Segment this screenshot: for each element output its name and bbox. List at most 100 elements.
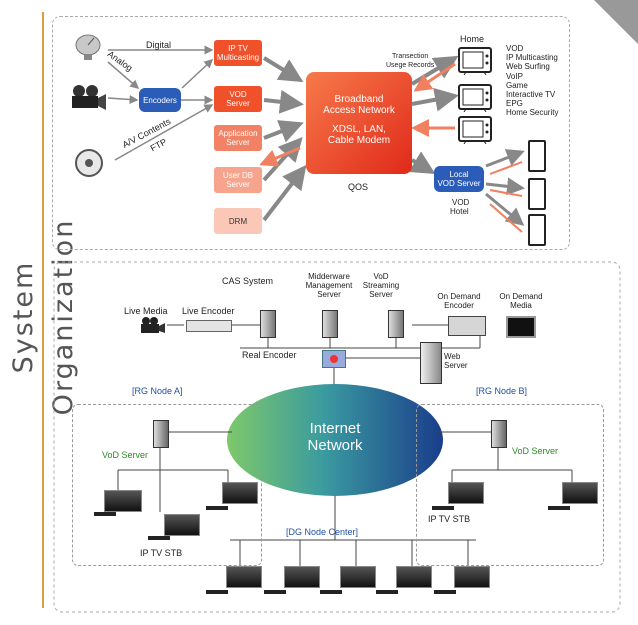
usage-records-label: Usege Records (386, 62, 435, 69)
service-item: Home Security (506, 108, 559, 118)
encoder-workstation-icon (448, 316, 486, 336)
live-media-label: Live Media (124, 306, 168, 316)
rg-a-tv-2 (222, 482, 258, 504)
dg-stb-3 (320, 590, 342, 594)
local-vod-line1: Local (449, 170, 469, 179)
corner-decoration (594, 0, 638, 44)
dg-stb-1 (206, 590, 228, 594)
vod-server-box: VOD Server (214, 86, 262, 112)
web-server-label: Web Server (444, 352, 468, 370)
rg-b-vod-server-label: VoD Server (512, 446, 559, 456)
service-item: Web Surfing (506, 62, 550, 72)
video-camera-icon (70, 84, 108, 112)
encoder-arrow-2 (181, 58, 214, 89)
dg-tv-1 (226, 566, 262, 588)
cas-server-icon (260, 310, 276, 338)
dg-stb-4 (376, 590, 398, 594)
iptv-multicasting-server: IP TV Multicasting (214, 40, 262, 66)
internet-network-label: Internet Network (270, 420, 400, 454)
vod-hotel-label-2: Hotel (450, 207, 469, 216)
infrastructure-panel (53, 261, 621, 613)
rg-a-stb-3 (148, 536, 170, 540)
service-item: IP Multicasting (506, 53, 558, 63)
rg-a-server-icon (153, 420, 169, 448)
service-item: Game (506, 80, 528, 90)
rg-b-stb-1 (432, 506, 454, 510)
qos-label: QOS (348, 182, 369, 192)
rg-b-tv-1 (448, 482, 484, 504)
network-line3: XDSL, LAN, (332, 124, 386, 135)
internet-cloud (227, 384, 443, 496)
streaming-server-icon (388, 310, 404, 338)
media-monitor-icon (506, 316, 536, 338)
live-encoder-label: Live Encoder (182, 306, 235, 316)
streaming-label: VoD Streaming Server (358, 272, 404, 299)
hotel-server-icon-1 (528, 140, 546, 172)
dg-tv-3 (340, 566, 376, 588)
digital-label: Digital (146, 40, 172, 50)
rg-a-stb-1 (94, 512, 116, 516)
drm-box: DRM (214, 208, 262, 234)
middleware-line3: Server (317, 290, 341, 299)
satellite-dish-icon (74, 32, 104, 62)
dg-stb-2 (264, 590, 286, 594)
ode-line2: Encoder (444, 301, 474, 310)
rg-a-tv-3 (164, 514, 200, 536)
internet-line2: Network (307, 437, 363, 454)
streaming-line2: Streaming (362, 281, 400, 290)
disc-icon (74, 148, 104, 178)
contents-arrow (114, 104, 214, 161)
live-encoder-device-icon (186, 320, 232, 332)
home-tv-icon-3 (458, 116, 492, 144)
odm-line1: On Demand (499, 292, 543, 301)
encoders-box: Encoders (139, 88, 181, 112)
odm-line2: Media (510, 301, 532, 310)
web-line2: Server (444, 361, 468, 370)
web-line1: Web (444, 352, 461, 361)
live-camera-icon (140, 316, 166, 334)
local-vod-server-box: Local VOD Server (434, 166, 484, 192)
middleware-line1: Midderware (308, 272, 350, 281)
service-overview-panel (52, 16, 570, 250)
cas-system-label: CAS System (222, 276, 274, 286)
dg-stb-5 (434, 590, 456, 594)
dg-tv-4 (396, 566, 432, 588)
middleware-label: Midderware Management Server (300, 272, 358, 299)
home-label: Home (460, 34, 485, 44)
rg-a-stb-2 (206, 506, 228, 510)
local-vod-line2: VOD Server (437, 179, 481, 188)
rg-node-b-label: [RG Node B] (476, 386, 528, 396)
real-encoder-label: Real Encoder (242, 350, 297, 360)
service-item: VOD (506, 44, 524, 53)
middleware-line2: Management (305, 281, 353, 290)
dg-tv-2 (284, 566, 320, 588)
rg-b-stb-2 (548, 506, 570, 510)
on-demand-media-label: On Demand Media (494, 292, 548, 310)
network-line1: Broadband (334, 94, 384, 105)
rg-node-b-region (416, 404, 604, 566)
middleware-server-icon (322, 310, 338, 338)
streaming-line3: Server (369, 290, 393, 299)
dg-tv-5 (454, 566, 490, 588)
internet-line1: Internet (309, 420, 361, 437)
user-db-server-box: User DB Server (214, 167, 262, 193)
rg-node-a-label: [RG Node A] (132, 386, 183, 396)
rg-b-server-icon (491, 420, 507, 448)
title-divider (42, 12, 44, 608)
service-item: EPG (506, 99, 523, 109)
camera-arrow (107, 94, 139, 104)
rg-a-vod-server-label: VoD Server (102, 450, 149, 460)
home-tv-icon-1 (458, 47, 492, 75)
rg-b-iptv-stb-label: IP TV STB (428, 514, 471, 524)
switch-hub-icon (322, 350, 346, 368)
network-line2: Access Network (323, 105, 395, 116)
rg-node-a-region (72, 404, 262, 566)
rg-a-tv-1 (104, 490, 142, 512)
hotel-server-icon-3 (528, 214, 546, 246)
dg-node-center-label: [DG Node Center] (286, 527, 359, 537)
broadband-network-box: Broadband Access Network XDSL, LAN, Cabl… (306, 72, 412, 174)
network-line4: Cable Modem (327, 135, 391, 146)
on-demand-encoder-label: On Demand Encoder (432, 292, 486, 310)
streaming-line1: VoD (373, 272, 389, 281)
